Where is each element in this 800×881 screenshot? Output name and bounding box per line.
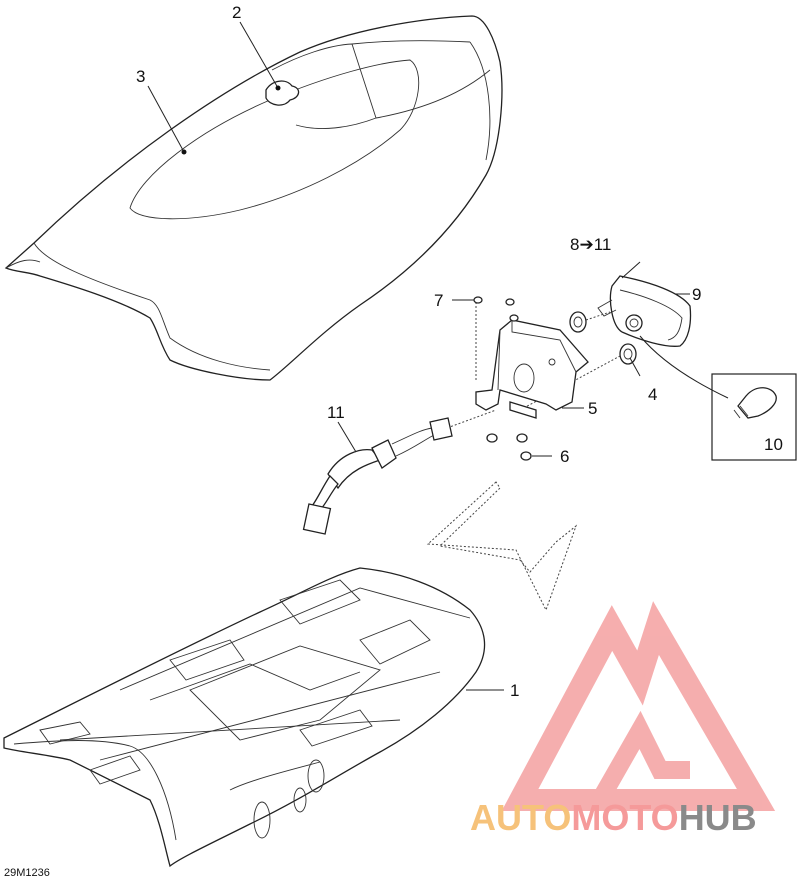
leader-2 [239, 21, 279, 89]
wiring-harness [302, 417, 453, 535]
callout-8-11: 8➔11 [570, 235, 611, 254]
taillight-housing [597, 275, 692, 347]
leader-3 [147, 85, 185, 153]
bulb-inset [711, 373, 797, 461]
callout-11: 11 [327, 403, 345, 422]
grommet-upper [569, 311, 587, 333]
callout-10: 10 [764, 435, 783, 454]
callout-5: 5 [588, 399, 597, 418]
automotohub-logo [501, 601, 776, 811]
grommet-lower [619, 343, 637, 365]
callout-4: 4 [648, 385, 657, 404]
callout-7: 7 [434, 291, 443, 310]
callout-9: 9 [692, 285, 701, 304]
seat-base [3, 567, 486, 868]
screw-set [486, 433, 532, 461]
leader-10 [639, 335, 729, 399]
callout-1: 1 [510, 681, 519, 700]
callout-3: 3 [136, 67, 145, 86]
watermark-text: AUTOMOTOHUB [470, 797, 757, 838]
seat-cushion [4, 15, 503, 381]
callout-6: 6 [560, 447, 569, 466]
drawing-code: 29M1236 [4, 867, 50, 879]
callout-2: 2 [232, 3, 241, 22]
nut-set [473, 296, 519, 322]
mounting-bracket [475, 319, 589, 419]
